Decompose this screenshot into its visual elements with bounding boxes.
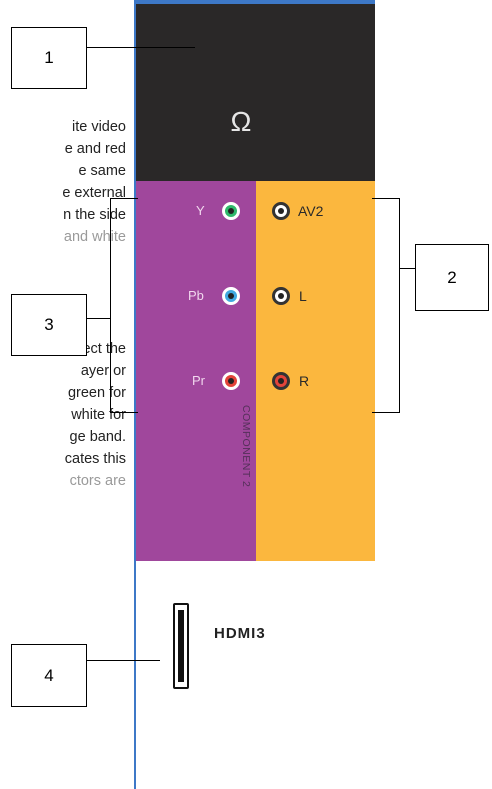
jack-label-av2: AV2: [298, 203, 324, 219]
manual-text-line: green for: [67, 385, 126, 401]
callout-2-bracket-bottom: [372, 412, 400, 413]
headphone-section: [136, 4, 375, 181]
callout-3-bracket: [110, 198, 111, 413]
manual-text-line: e and red: [64, 141, 126, 157]
callout-4-leader: [87, 660, 160, 661]
av2-jack-icon: [272, 202, 290, 220]
hdmi-port-icon: [173, 603, 189, 689]
callout-1: 1: [11, 27, 87, 89]
jack-label-y: Y: [196, 203, 205, 218]
manual-text-line: e external: [62, 185, 126, 201]
callout-3-bracket-top: [110, 198, 138, 199]
manual-text-line: white for: [71, 407, 126, 423]
manual-text-line: e same: [78, 163, 126, 179]
manual-text-line: and white: [63, 229, 126, 245]
callout-2-bracket-top: [372, 198, 400, 199]
manual-text-line: cates this: [64, 451, 126, 467]
callout-2: 2: [415, 244, 489, 311]
headphone-icon: Ω: [230, 106, 252, 137]
hdmi-section: [136, 561, 375, 789]
jack-label-r: R: [299, 373, 310, 389]
jack-label-pb: Pb: [188, 288, 204, 303]
callout-3-leader: [87, 318, 111, 319]
pb-jack-icon: [222, 287, 240, 305]
l-jack-icon: [272, 287, 290, 305]
manual-text-line: ayer or: [80, 363, 126, 379]
panel-top-edge: [134, 0, 375, 4]
component-band: [136, 181, 256, 561]
manual-text-line: ctors are: [69, 473, 126, 489]
y-jack-icon: [222, 202, 240, 220]
callout-3: 3: [11, 294, 87, 356]
component-2-label: COMPONENT 2: [240, 405, 252, 488]
callout-2-leader: [400, 268, 415, 269]
callout-1-leader: [87, 47, 195, 48]
manual-text-line: ge band.: [69, 429, 126, 445]
callout-3-bracket-bottom: [110, 412, 138, 413]
av-band: [256, 181, 375, 561]
manual-text-line: ite video: [71, 119, 126, 135]
jack-label-l: L: [299, 288, 307, 304]
manual-text-line: n the side: [63, 207, 126, 223]
callout-2-bracket: [399, 198, 400, 413]
callout-4: 4: [11, 644, 87, 707]
pr-jack-icon: [222, 372, 240, 390]
panel-edge: [134, 0, 136, 789]
hdmi-3-label: HDMI3: [214, 625, 266, 642]
r-jack-icon: [272, 372, 290, 390]
jack-label-pr: Pr: [192, 373, 205, 388]
